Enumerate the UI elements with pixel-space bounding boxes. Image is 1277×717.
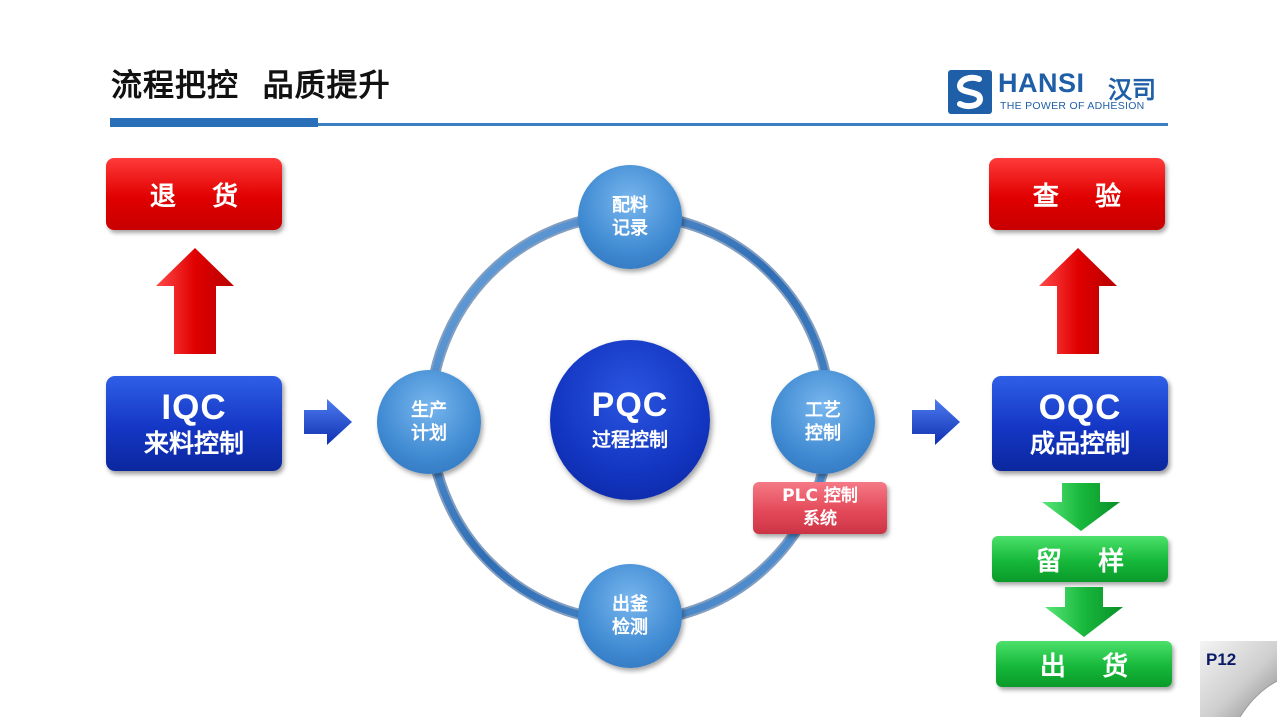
node-discharge-test: 出釜 检测 <box>578 564 682 668</box>
node-process-control: 工艺 控制 <box>771 370 875 474</box>
shipment-box: 出 货 <box>996 641 1172 687</box>
pqc-subtitle: 过程控制 <box>591 429 668 451</box>
node-label-line1: 工艺 <box>805 400 841 421</box>
down-arrow-icon <box>1045 587 1123 637</box>
page-title: 流程把控 品质提升 <box>111 68 391 104</box>
page-number: P12 <box>1206 650 1237 669</box>
header-accent-bar <box>110 118 318 127</box>
page-curl-icon <box>1200 641 1277 717</box>
iqc-box: IQC 来料控制 <box>106 376 282 471</box>
iqc-title: IQC <box>161 387 227 427</box>
reject-box: 退 货 <box>106 158 282 230</box>
right-arrow-icon <box>912 399 960 445</box>
node-label-line1: 生产 <box>411 400 447 421</box>
iqc-subtitle: 来料控制 <box>143 428 244 458</box>
node-label-line1: 配料 <box>612 195 648 216</box>
down-arrow-icon <box>1042 483 1120 531</box>
oqc-title: OQC <box>1038 387 1122 427</box>
node-label-line1: 出釜 <box>612 594 648 615</box>
company-logo: HANSI 汉司 THE POWER OF ADHESION <box>948 68 1168 116</box>
sample-retention-box: 留 样 <box>992 536 1168 582</box>
node-label-line2: 计划 <box>411 423 447 444</box>
oqc-box: OQC 成品控制 <box>992 376 1168 471</box>
plc-label-line1: PLC 控制 <box>782 486 858 506</box>
oqc-subtitle: 成品控制 <box>1029 428 1130 458</box>
logo-tagline: THE POWER OF ADHESION <box>1000 100 1145 112</box>
pqc-center: PQC 过程控制 <box>550 340 710 500</box>
plc-system-box: PLC 控制 系统 <box>753 482 887 534</box>
node-label-line2: 控制 <box>805 423 841 444</box>
node-label-line2: 记录 <box>612 218 648 239</box>
up-arrow-icon <box>1039 248 1117 354</box>
plc-label-line2: 系统 <box>803 509 837 529</box>
hansi-logo-icon <box>948 70 992 114</box>
inspection-box: 查 验 <box>989 158 1165 230</box>
node-batching-record: 配料 记录 <box>578 165 682 269</box>
node-production-plan: 生产 计划 <box>377 370 481 474</box>
logo-name-cn: 汉司 <box>1108 76 1156 104</box>
right-arrow-icon <box>304 399 352 445</box>
node-label-line2: 检测 <box>612 617 648 638</box>
logo-name: HANSI <box>998 68 1085 98</box>
pqc-title: PQC <box>591 386 669 424</box>
up-arrow-icon <box>156 248 234 354</box>
header-divider <box>110 123 1168 126</box>
